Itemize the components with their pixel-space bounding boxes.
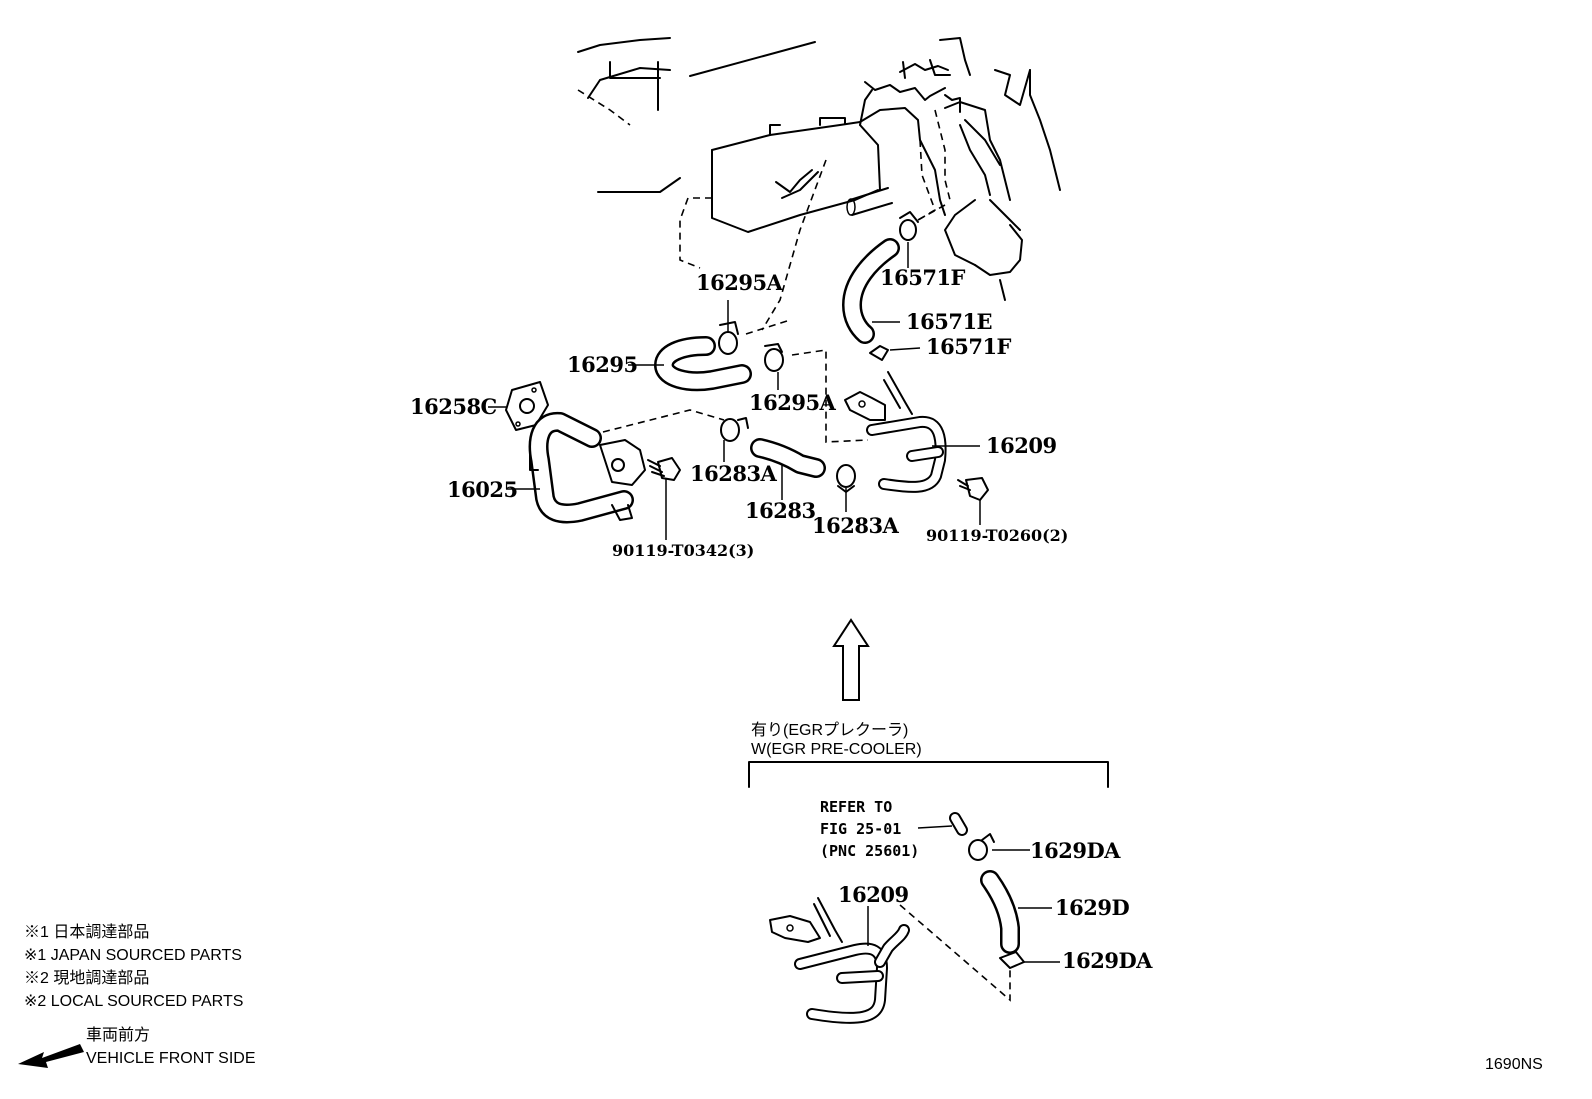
label-1629DA-bottom: 1629DA	[1062, 948, 1153, 973]
label-bolt-right: 90119-T0260(2)	[926, 526, 1068, 545]
label-16209-bottom: 16209	[838, 882, 909, 907]
label-16258C: 16258C	[410, 394, 497, 419]
direction-en: VEHICLE FRONT SIDE	[86, 1050, 256, 1067]
legend-jp-2: ※2 現地調達部品	[24, 969, 149, 987]
leader-lines-bottom	[867, 825, 1060, 1002]
label-16295A-top: 16295A	[696, 270, 784, 295]
bolt-90119-T0260	[957, 477, 989, 501]
clamp-16295A-bottom	[764, 343, 784, 372]
legend-en-1: ※1 JAPAN SOURCED PARTS	[24, 947, 242, 964]
reference-line-3: (PNC 25601)	[820, 842, 919, 860]
label-16209-top: 16209	[986, 433, 1057, 458]
leader-lines-top	[488, 242, 981, 540]
clamp-16283A-left	[720, 417, 749, 442]
pipe-16209-lower	[769, 897, 910, 1024]
condition-jp: 有り(EGRプレクーラ)	[751, 721, 908, 739]
clamp-16571F-top	[899, 211, 919, 241]
label-16571F-bottom: 16571F	[926, 334, 1012, 359]
label-16025: 16025	[447, 477, 518, 502]
hose-16295	[654, 336, 752, 392]
label-1629D: 1629D	[1055, 895, 1129, 920]
figure-code: 1690NS	[1485, 1056, 1543, 1073]
front-arrow-icon	[18, 1044, 84, 1068]
pipe-stub-ref	[949, 812, 968, 836]
reference-line-1: REFER TO	[820, 798, 892, 816]
pipe-16209-upper	[844, 371, 947, 493]
assembly-lines-top	[602, 159, 946, 443]
label-16571F-top: 16571F	[880, 265, 966, 290]
hose-16283	[750, 438, 826, 478]
label-16571E: 16571E	[906, 309, 992, 334]
direction-jp: 車両前方	[86, 1026, 150, 1044]
label-16295A-bottom: 16295A	[749, 390, 837, 415]
hose-1629D	[980, 870, 1020, 954]
label-bolt-left: 90119-T0342(3)	[612, 541, 754, 560]
bolt-90119-T0342	[647, 457, 681, 481]
clamp-1629DA-top	[968, 833, 995, 861]
legend-jp-1: ※1 日本調達部品	[24, 923, 149, 941]
legend-en-2: ※2 LOCAL SOURCED PARTS	[24, 993, 243, 1010]
label-1629DA-top: 1629DA	[1030, 838, 1121, 863]
up-arrow	[832, 618, 870, 701]
condition-en: W(EGR PRE-COOLER)	[751, 741, 922, 758]
label-16283A-right: 16283A	[812, 513, 900, 538]
label-16283: 16283	[745, 498, 816, 523]
clamp-1629DA-bottom	[999, 951, 1025, 969]
label-16283A-left: 16283A	[690, 461, 778, 486]
clamp-16283A-right	[836, 464, 856, 493]
hose-16571E	[842, 238, 900, 344]
pipe-16025	[528, 412, 646, 524]
engine-block-outline	[577, 37, 1061, 301]
reference-line-2: FIG 25-01	[820, 820, 901, 838]
condition-bracket	[748, 761, 1109, 788]
label-16295: 16295	[567, 352, 638, 377]
clamp-16571F-bottom	[869, 345, 889, 361]
